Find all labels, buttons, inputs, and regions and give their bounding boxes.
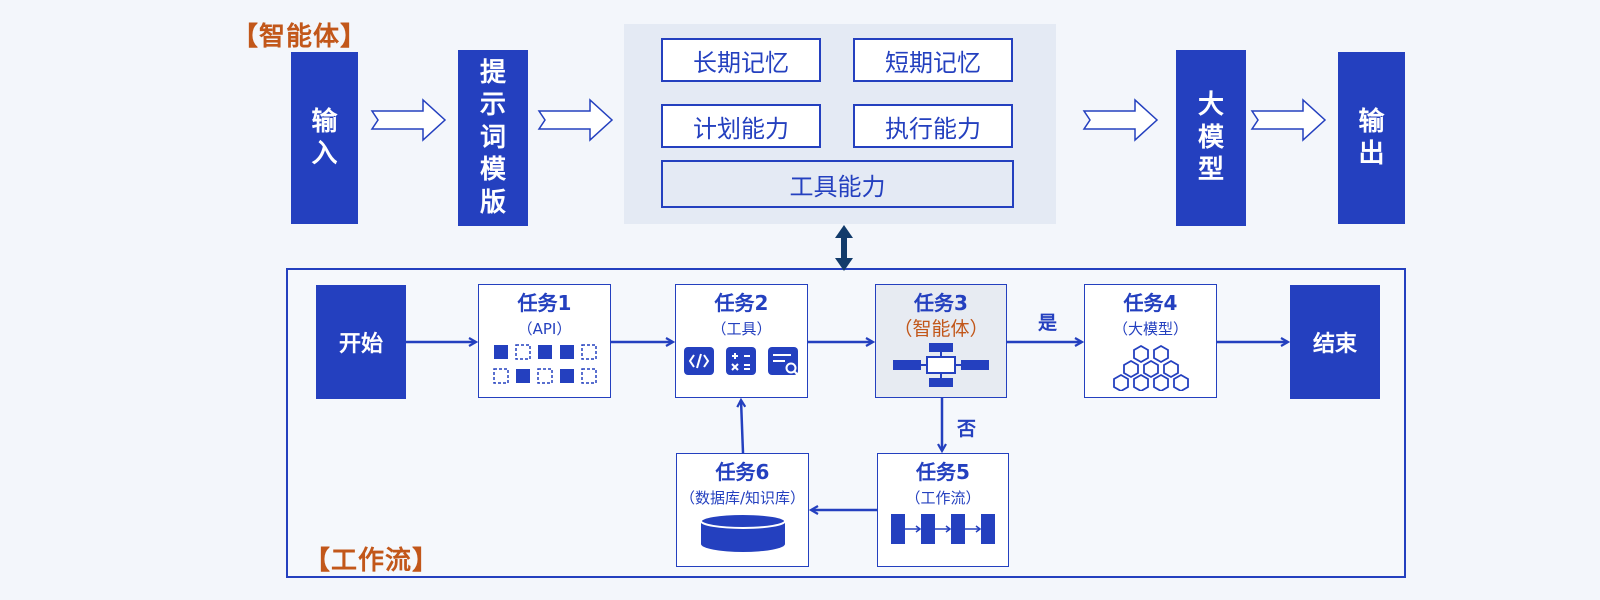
hollow-arrow-input-to-prompt: [370, 98, 447, 142]
output-block: 输出: [1338, 52, 1405, 224]
bidirectional-connector: [835, 225, 853, 271]
end-node: 结束: [1290, 285, 1380, 399]
task-5-subtitle: （工作流）: [905, 489, 981, 507]
tool-capability-box: 工具能力: [661, 160, 1014, 208]
task-1-node: 任务1 （API）: [478, 284, 611, 398]
input-label: 输入: [311, 106, 338, 170]
prompt-template-block: 提示词模版: [458, 50, 528, 226]
yes-branch-label: 是: [1038, 312, 1058, 334]
task-3-title: 任务3: [914, 291, 968, 315]
prompt-template-label: 提示词模版: [480, 57, 507, 218]
arrow-task6-to-task2: [741, 400, 743, 454]
task-2-subtitle: （工具）: [711, 320, 772, 338]
tool-icons: [683, 347, 799, 376]
workflow-section-label: 【工作流】: [304, 546, 440, 576]
input-block: 输入: [291, 52, 358, 224]
task-6-node: 任务6 （数据库/知识库）: [676, 453, 809, 567]
task-4-subtitle: （大模型）: [1112, 320, 1188, 338]
output-label: 输出: [1358, 106, 1385, 170]
task-6-title: 任务6: [715, 460, 770, 484]
workflow-pipeline-icon: [891, 514, 995, 544]
llm-block: 大模型: [1176, 50, 1246, 226]
calculator-icon: [725, 347, 756, 375]
llm-label: 大模型: [1198, 90, 1225, 186]
execution-capability-box: 执行能力: [853, 104, 1013, 148]
planning-capability-box: 计划能力: [661, 104, 821, 148]
api-grid-icon: [492, 344, 597, 384]
task-1-title: 任务1: [517, 291, 572, 315]
task-3-subtitle: （智能体）: [893, 318, 989, 340]
task-1-subtitle: （API）: [517, 320, 572, 338]
hollow-arrow-agent-to-llm: [1082, 98, 1159, 142]
code-icon: [683, 347, 714, 375]
agent-section-label: 【智能体】: [232, 22, 368, 52]
task-3-node: 任务3 （智能体）: [875, 284, 1007, 398]
hollow-arrow-llm-to-output: [1250, 98, 1327, 142]
task-5-title: 任务5: [916, 460, 970, 484]
long-term-memory-box: 长期记忆: [661, 38, 821, 82]
task-6-subtitle: （数据库/知识库）: [679, 489, 806, 507]
molecule-icon: [1112, 344, 1189, 391]
agent-network-icon: [893, 343, 989, 387]
hollow-arrow-prompt-to-agent: [537, 98, 614, 142]
task-4-node: 任务4 （大模型）: [1084, 284, 1217, 398]
short-term-memory-box: 短期记忆: [853, 38, 1013, 82]
task-2-title: 任务2: [714, 291, 769, 315]
task-4-title: 任务4: [1123, 291, 1178, 315]
task-5-node: 任务5 （工作流）: [877, 453, 1009, 567]
workflow-frame: [286, 268, 1406, 578]
task-2-node: 任务2 （工具）: [675, 284, 808, 398]
document-search-icon: [767, 347, 799, 376]
start-node: 开始: [316, 285, 406, 399]
database-icon: [699, 513, 786, 552]
no-branch-label: 否: [957, 418, 977, 440]
